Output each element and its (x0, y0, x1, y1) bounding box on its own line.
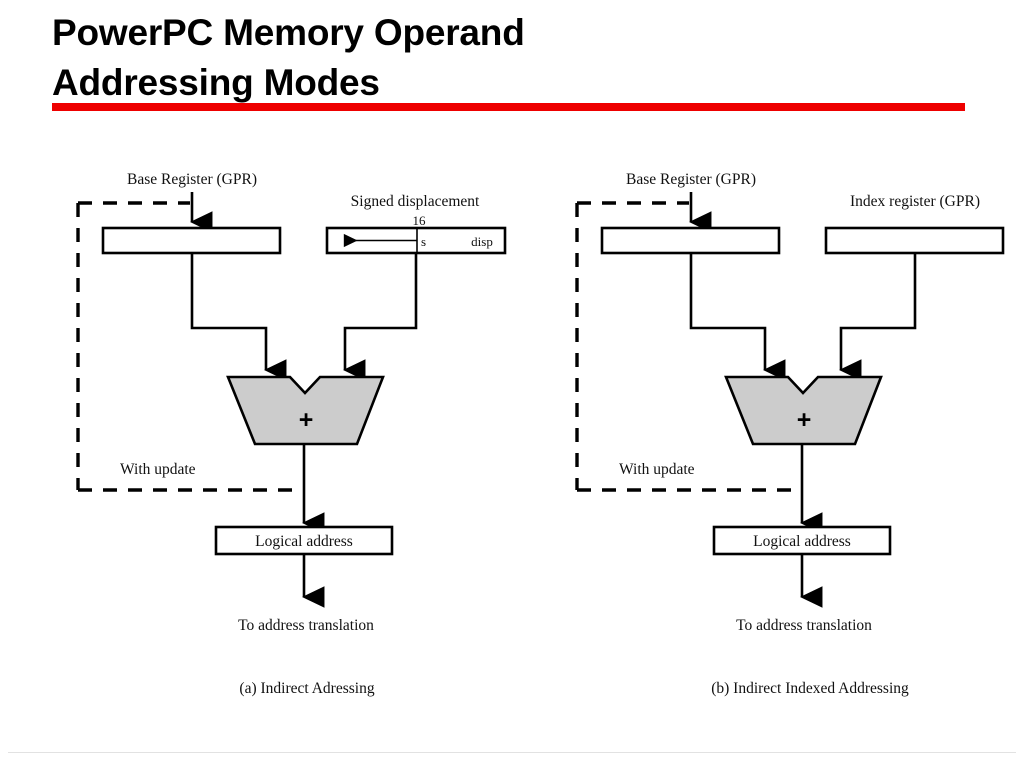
diagram-indirect-indexed-addressing: Base Register (GPR) Index register (GPR)… (575, 171, 1005, 697)
caption-b: (b) Indirect Indexed Addressing (711, 680, 909, 697)
displacement-to-adder-wire-a (343, 253, 418, 381)
to-address-translation-label-b: To address translation (736, 617, 872, 634)
figure-container: Base Register (GPR) Signed displacement … (0, 130, 1024, 720)
logical-address-label-a: Logical address (255, 533, 353, 550)
logical-address-label-b: Logical address (753, 533, 851, 550)
index-register-box-b (824, 226, 1005, 255)
caption-a: (a) Indirect Adressing (239, 680, 374, 697)
title-accent-rule (52, 103, 965, 111)
signed-displacement-label-a: Signed displacement (351, 193, 480, 210)
with-update-label-a: With update (120, 461, 196, 478)
displacement-bitwidth-label-a: 16 (413, 213, 427, 228)
index-register-label-b: Index register (GPR) (850, 193, 980, 210)
adder-plus-symbol-a: + (299, 406, 314, 434)
index-register-to-adder-wire-b (839, 253, 917, 381)
footer-divider (8, 752, 1016, 753)
base-register-box-b (600, 226, 781, 255)
adder-plus-symbol-b: + (797, 406, 812, 434)
page-title: PowerPC Memory Operand Addressing Modes (52, 12, 525, 103)
base-register-to-adder-wire-b (689, 253, 786, 381)
diagram-indirect-addressing: Base Register (GPR) Signed displacement … (76, 171, 507, 697)
base-register-to-adder-wire-a (190, 253, 287, 381)
to-address-translation-label-a: To address translation (238, 617, 374, 634)
disp-field-label-a: disp (471, 234, 493, 249)
adder-shape-b (724, 375, 883, 446)
with-update-label-b: With update (619, 461, 695, 478)
base-register-box-a (101, 226, 282, 255)
adder-shape-a (226, 375, 385, 446)
base-register-label-b: Base Register (GPR) (626, 171, 756, 188)
logical-address-box-b (712, 525, 892, 556)
base-register-label-a: Base Register (GPR) (127, 171, 257, 188)
sign-field-label-a: s (421, 234, 426, 249)
